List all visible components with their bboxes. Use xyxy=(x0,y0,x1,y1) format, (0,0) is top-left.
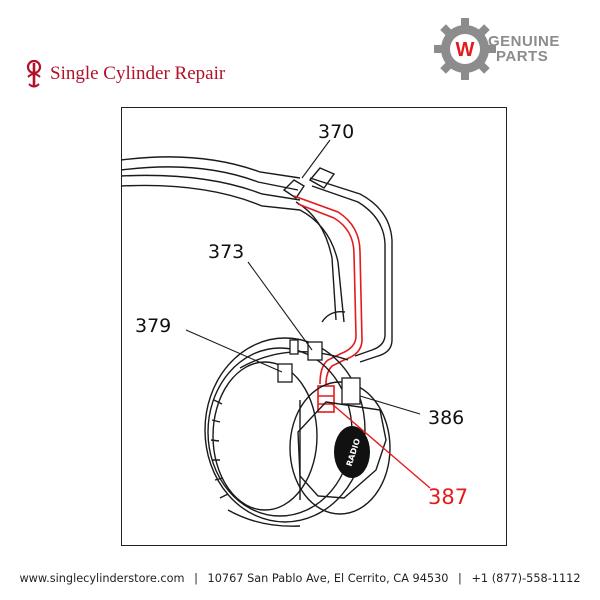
highlighted-line-387 xyxy=(293,195,363,413)
fitting-small xyxy=(289,339,299,355)
website-link[interactable]: www.singlecylinderstore.com xyxy=(19,572,185,585)
callout-379: 379 xyxy=(135,315,171,337)
callout-387: 387 xyxy=(428,485,468,509)
footer-separator: | xyxy=(194,572,198,585)
leader-lines xyxy=(185,139,421,415)
fitting-373 xyxy=(307,341,323,361)
fitting-386 xyxy=(341,377,361,405)
brand-name: Single Cylinder Repair xyxy=(50,63,226,84)
footer-separator: | xyxy=(458,572,462,585)
footer-address: 10767 San Pablo Ave, El Cerrito, CA 9453… xyxy=(207,572,449,585)
callout-373: 373 xyxy=(208,241,244,263)
hydraulic-lines xyxy=(120,156,393,363)
contact-footer: www.singlecylinderstore.com | 10767 San … xyxy=(0,572,600,585)
badge-line1: GENUINE xyxy=(488,33,560,50)
callout-386: 386 xyxy=(428,407,464,429)
genuine-parts-text: GENUINE PARTS xyxy=(488,34,560,64)
badge-line2: PARTS xyxy=(496,48,549,65)
fitting-379 xyxy=(277,363,293,383)
callout-370: 370 xyxy=(318,121,354,143)
motor-logo: RADIO xyxy=(334,426,370,478)
brand-emblem-icon xyxy=(26,59,42,88)
footer-phone[interactable]: +1 (877)-558-1112 xyxy=(471,572,581,585)
fittings xyxy=(277,339,361,405)
leader-line-387 xyxy=(331,403,431,489)
genuine-parts-badge: W GENUINE PARTS xyxy=(430,14,585,84)
parts-diagram-frame xyxy=(121,107,507,546)
badge-mark: W xyxy=(456,39,475,61)
brand-logo: Single Cylinder Repair xyxy=(24,56,244,92)
gear-icon: W xyxy=(434,18,496,80)
